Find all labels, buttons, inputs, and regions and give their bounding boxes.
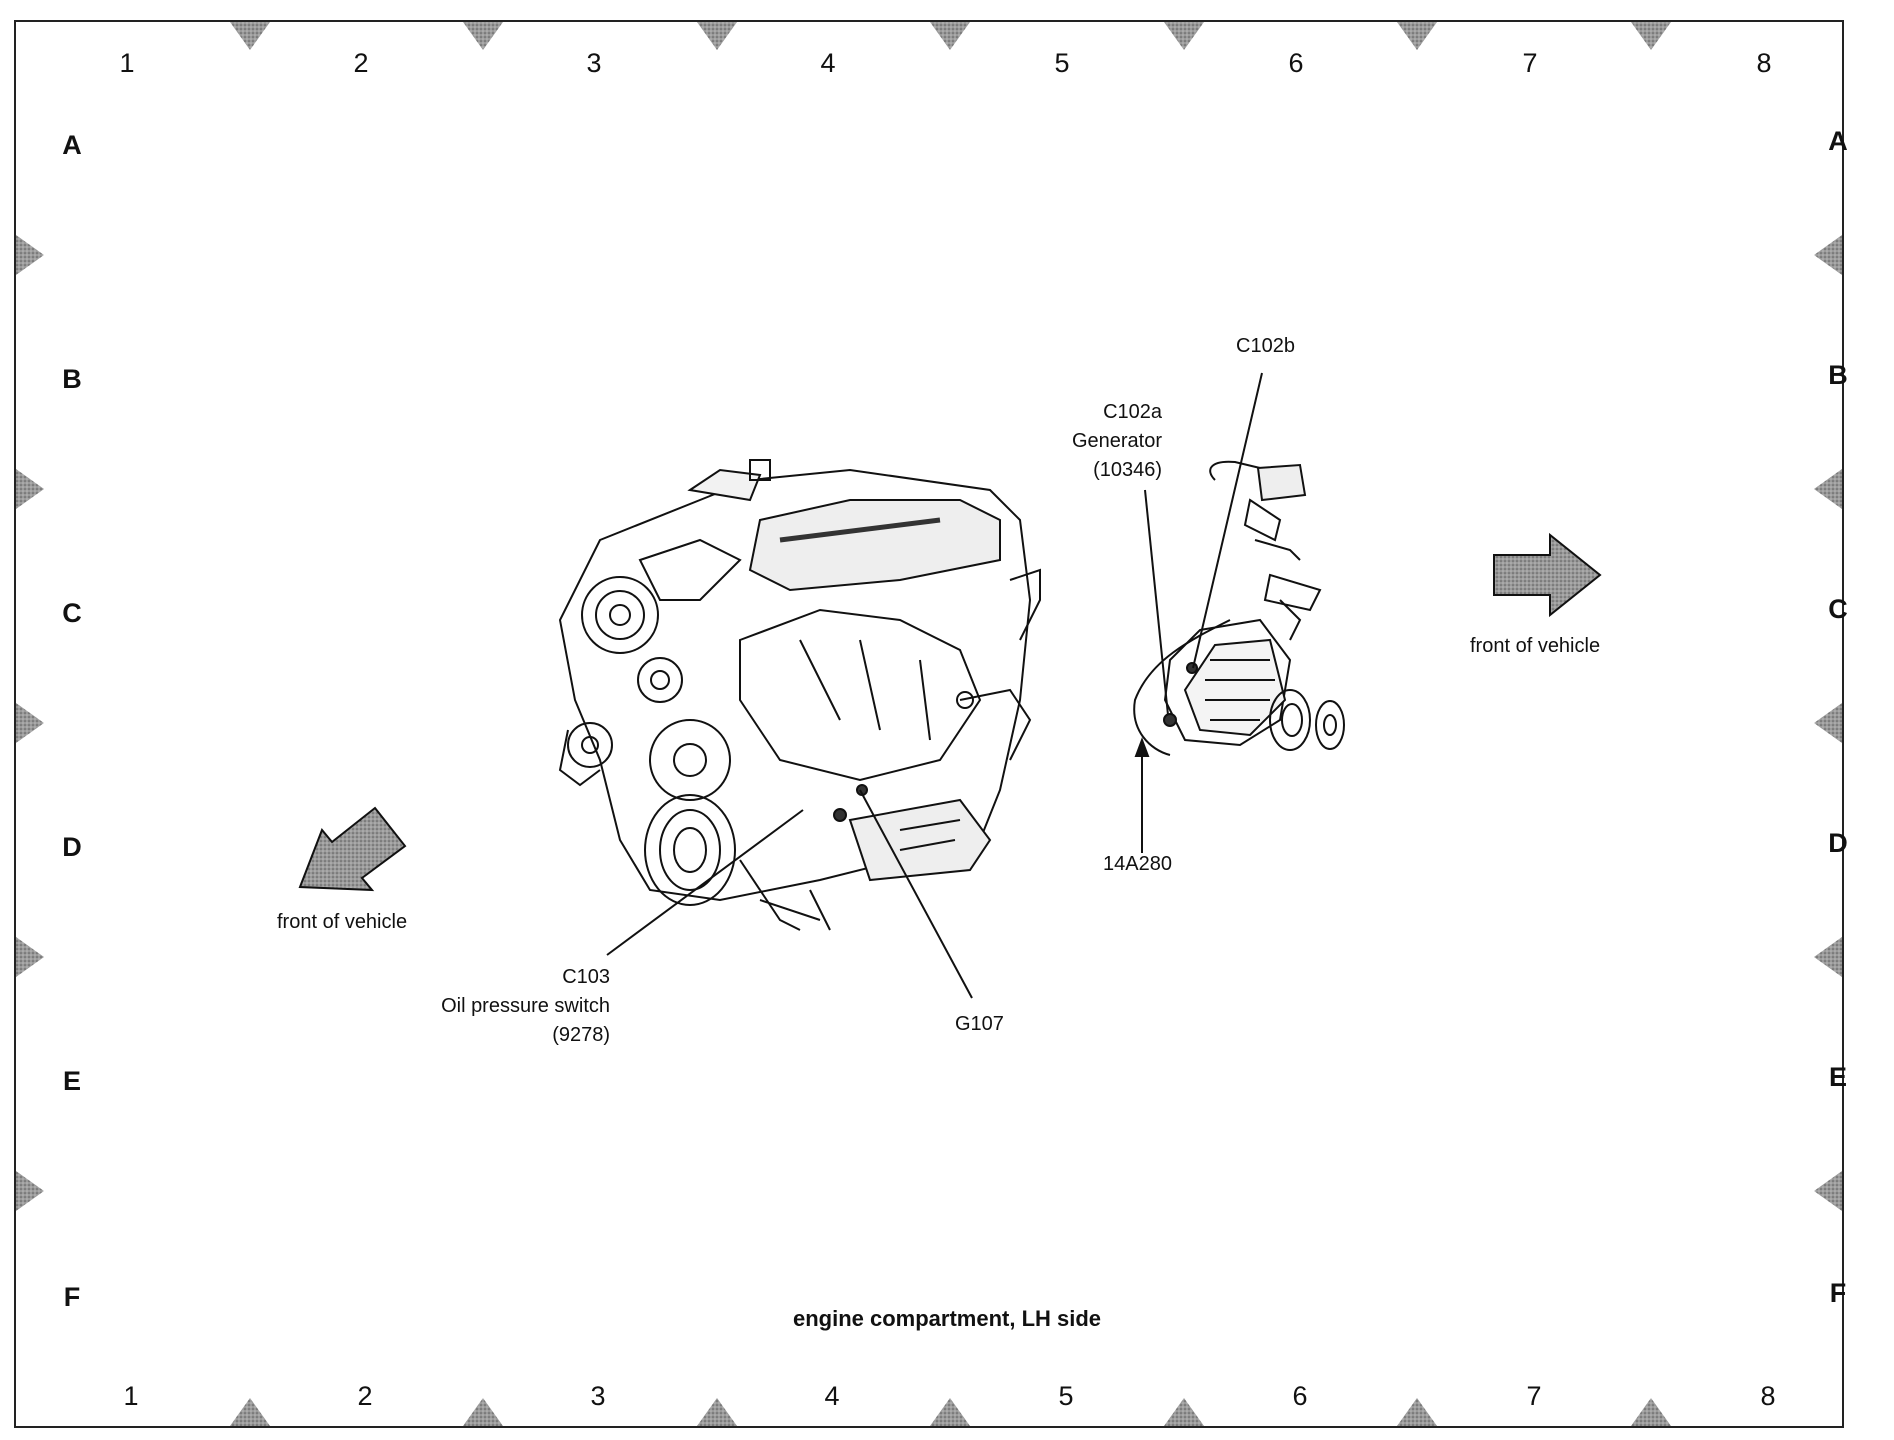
grid-row-d-left: D <box>62 832 82 862</box>
grid-column-2-top: 2 <box>353 48 369 78</box>
right-grid-markers <box>1814 235 1842 1211</box>
grid-column-2-bottom: 2 <box>357 1381 373 1411</box>
grid-column-8-bottom: 8 <box>1760 1381 1776 1411</box>
front-arrow-left <box>298 806 407 892</box>
label-front-of-vehicle-left: front of vehicle <box>277 911 408 933</box>
grid-row-e-left: E <box>62 1066 81 1096</box>
top-grid-markers <box>230 22 1671 50</box>
diagram-frame <box>14 20 1844 1428</box>
grid-row-f-right: F <box>1829 1278 1847 1308</box>
engine-drawing <box>558 459 1041 931</box>
grid-column-1-top: 1 <box>119 48 135 78</box>
grid-column-3-bottom: 3 <box>590 1381 606 1411</box>
grid-row-e-right: E <box>1828 1062 1847 1092</box>
label-g107: G107 <box>955 1013 1004 1035</box>
label-c103-code: C103 <box>562 966 610 988</box>
leader-lines <box>606 372 1263 999</box>
label-c103-name: Oil pressure switch <box>441 995 610 1017</box>
grid-column-7-top: 7 <box>1522 48 1538 78</box>
label-c102b: C102b <box>1236 335 1295 357</box>
generator-drawing <box>1133 460 1345 756</box>
grid-column-3-top: 3 <box>586 48 602 78</box>
label-c102a-code: C102a <box>1103 401 1162 423</box>
grid-column-5-bottom: 5 <box>1058 1381 1074 1411</box>
bottom-grid-markers <box>230 1398 1671 1426</box>
diagram-caption: engine compartment, LH side <box>792 1306 1102 1331</box>
grid-row-b-right: B <box>1828 360 1848 390</box>
grid-column-7-bottom: 7 <box>1526 1381 1542 1411</box>
left-grid-markers <box>16 235 44 1211</box>
grid-column-6-bottom: 6 <box>1292 1381 1308 1411</box>
grid-row-c-right: C <box>1828 594 1848 624</box>
label-14a280: 14A280 <box>1103 853 1172 875</box>
grid-column-4-top: 4 <box>820 48 836 78</box>
front-arrow-right <box>1493 532 1602 618</box>
grid-row-a-right: A <box>1828 126 1848 156</box>
label-c103-oil-pressure-switch: C103 Oil pressure switch (9278) <box>410 963 610 1050</box>
grid-column-4-bottom: 4 <box>824 1381 840 1411</box>
grid-row-d-right: D <box>1828 828 1848 858</box>
grid-column-1-bottom: 1 <box>123 1381 139 1411</box>
label-c102a-generator: C102a Generator (10346) <box>1030 398 1162 485</box>
label-c102a-name: Generator <box>1071 430 1162 452</box>
grid-row-c-left: C <box>62 598 82 628</box>
grid-column-8-top: 8 <box>1756 48 1772 78</box>
label-front-of-vehicle-right: front of vehicle <box>1470 635 1601 657</box>
grid-column-6-top: 6 <box>1288 48 1304 78</box>
grid-row-b-left: B <box>62 364 82 394</box>
grid-row-a-left: A <box>62 130 82 160</box>
label-c103-part: (9278) <box>552 1024 610 1046</box>
label-c102a-part: (10346) <box>1093 459 1162 481</box>
grid-column-5-top: 5 <box>1054 48 1070 78</box>
grid-row-f-left: F <box>63 1282 81 1312</box>
